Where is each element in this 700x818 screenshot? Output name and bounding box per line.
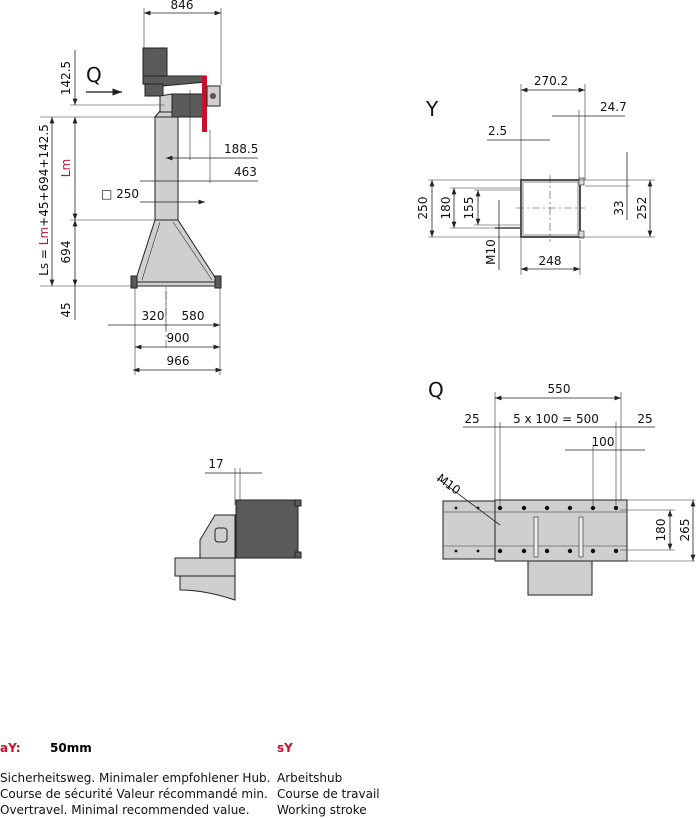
dim-320: 320 [142,309,165,323]
ay-description: Sicherheitsweg. Minimaler empfohlener Hu… [0,770,271,818]
dim-265: 265 [678,519,692,542]
view-label-y: Y [425,97,439,121]
arm-block [144,83,164,97]
sy-description: Arbeitshub Course de travail Working str… [277,770,380,818]
view-label-q: Q [86,63,102,87]
column-base [134,219,219,283]
dim-155: 155 [462,197,476,220]
accent-plate [202,76,207,132]
dim-550: 550 [548,382,571,396]
dim-250: 250 [416,197,430,220]
view-label-q-view: Q [428,378,444,402]
q-view: Q 550 25 5 x 100 = 500 25 100 M10 180 26… [428,378,696,596]
side-view: Q 846 142.5 Lm Ls = Lm+45+694+142.5 694 … [37,0,258,375]
dim-188-5: 188.5 [224,142,258,156]
motor [235,499,299,559]
beam-plate [494,499,628,562]
dim-694: 694 [59,241,73,264]
dim-ls-formula: Ls = Lm+45+694+142.5 [37,124,51,276]
thread-m10: M10 [484,239,498,265]
sy-line-de: Arbeitshub [277,771,343,785]
ay-label: aY: [0,741,21,755]
upper-motor [142,47,168,79]
dim-463: 463 [234,165,257,179]
beam-extension [442,500,496,560]
dim-33: 33 [612,200,626,215]
drive-motor [171,93,204,118]
dim-2-5: 2.5 [488,124,507,138]
beam-section [179,575,236,601]
ay-line-fr: Course de sécurité Valeur récommandé min… [0,787,268,801]
profile-section [520,179,581,238]
dim-252: 252 [635,197,649,220]
dim-25-left: 25 [464,412,479,426]
dim-900: 900 [167,331,190,345]
dim-142-5: 142.5 [59,61,73,95]
ay-line-de: Sicherheitsweg. Minimaler empfohlener Hu… [0,771,271,785]
dim-248: 248 [539,254,562,268]
ay-value: 50mm [50,741,92,755]
mount-block [527,560,593,596]
foot [130,275,138,289]
sy-line-fr: Course de travail [277,787,380,801]
bolt-holes [454,505,619,554]
detail-view: 17 [174,457,302,601]
dim-180: 180 [439,197,453,220]
dim-24-7: 24.7 [600,100,627,114]
dim-846: 846 [171,0,194,12]
carriage [159,93,173,113]
dim-100: 100 [592,435,615,449]
sy-label: sY [277,741,293,755]
dim-270-2: 270.2 [534,74,568,88]
base-plate [132,281,221,287]
column [154,116,179,221]
foot [214,275,222,289]
base-plate [174,557,236,577]
dim-45: 45 [59,302,73,317]
thread-m10: M10 [434,471,463,497]
dim-lm: Lm [59,159,73,177]
dim-966: 966 [167,354,190,368]
ay-line-en: Overtravel. Minimal recommended value. [0,803,250,817]
dim-500: 5 x 100 = 500 [513,412,599,426]
y-view: Y 270.2 24.7 2.5 250 180 155 M10 33 252 … [416,74,655,275]
dim-17: 17 [208,457,223,471]
sy-line-en: Working stroke [277,803,367,817]
dim-250: □ 250 [101,187,139,201]
dim-25-right: 25 [637,412,652,426]
dim-580: 580 [182,309,205,323]
dim-180: 180 [654,519,668,542]
